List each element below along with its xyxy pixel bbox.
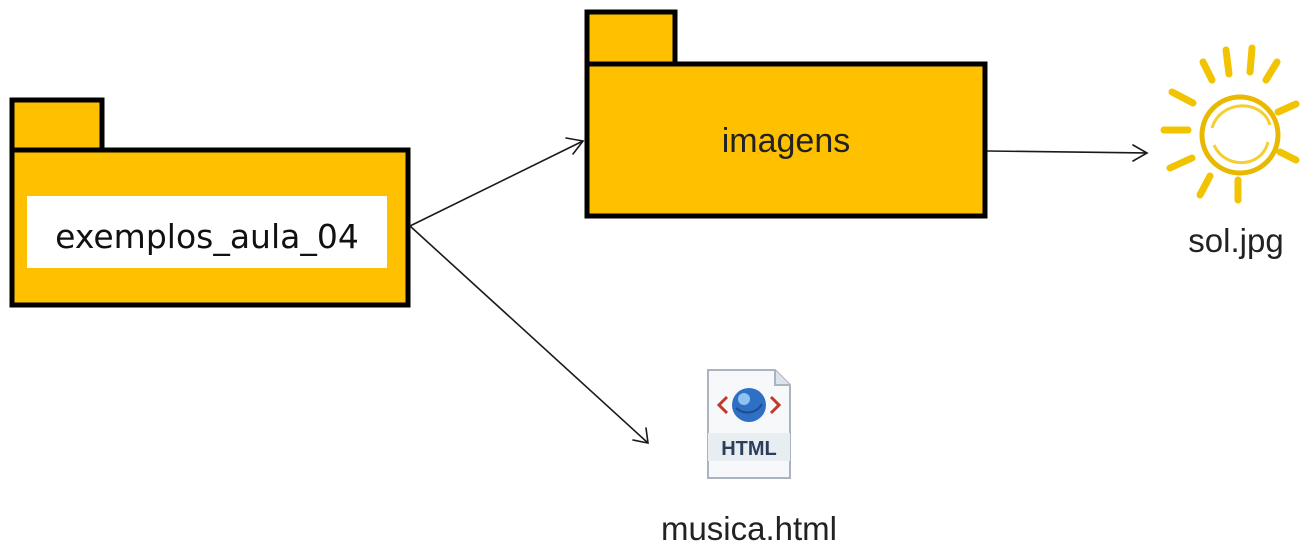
html-file: HTML musica.html <box>661 369 837 547</box>
root-folder-tab <box>9 97 105 155</box>
sun-icon <box>1160 44 1300 204</box>
arrow-imagens-to-sol <box>986 144 1149 162</box>
sub-folder-tab <box>584 9 678 69</box>
html-badge: HTML <box>721 438 777 460</box>
html-file-label: musica.html <box>661 510 837 547</box>
folder-icon <box>584 9 988 219</box>
arrow-root-to-musica <box>409 225 649 445</box>
root-folder-label: exemplos_aula_04 <box>55 217 359 256</box>
sub-folder-body <box>584 61 988 219</box>
image-file-label: sol.jpg <box>1188 222 1283 259</box>
arrow-root-to-imagens <box>409 137 585 227</box>
html-file-icon: HTML <box>707 369 791 479</box>
sub-folder-label: imagens <box>722 122 851 160</box>
root-folder-label-box <box>27 196 387 268</box>
sub-folder: imagens <box>584 9 988 219</box>
image-file: sol.jpg <box>1160 44 1300 259</box>
root-folder: exemplos_aula_04 <box>9 97 411 308</box>
